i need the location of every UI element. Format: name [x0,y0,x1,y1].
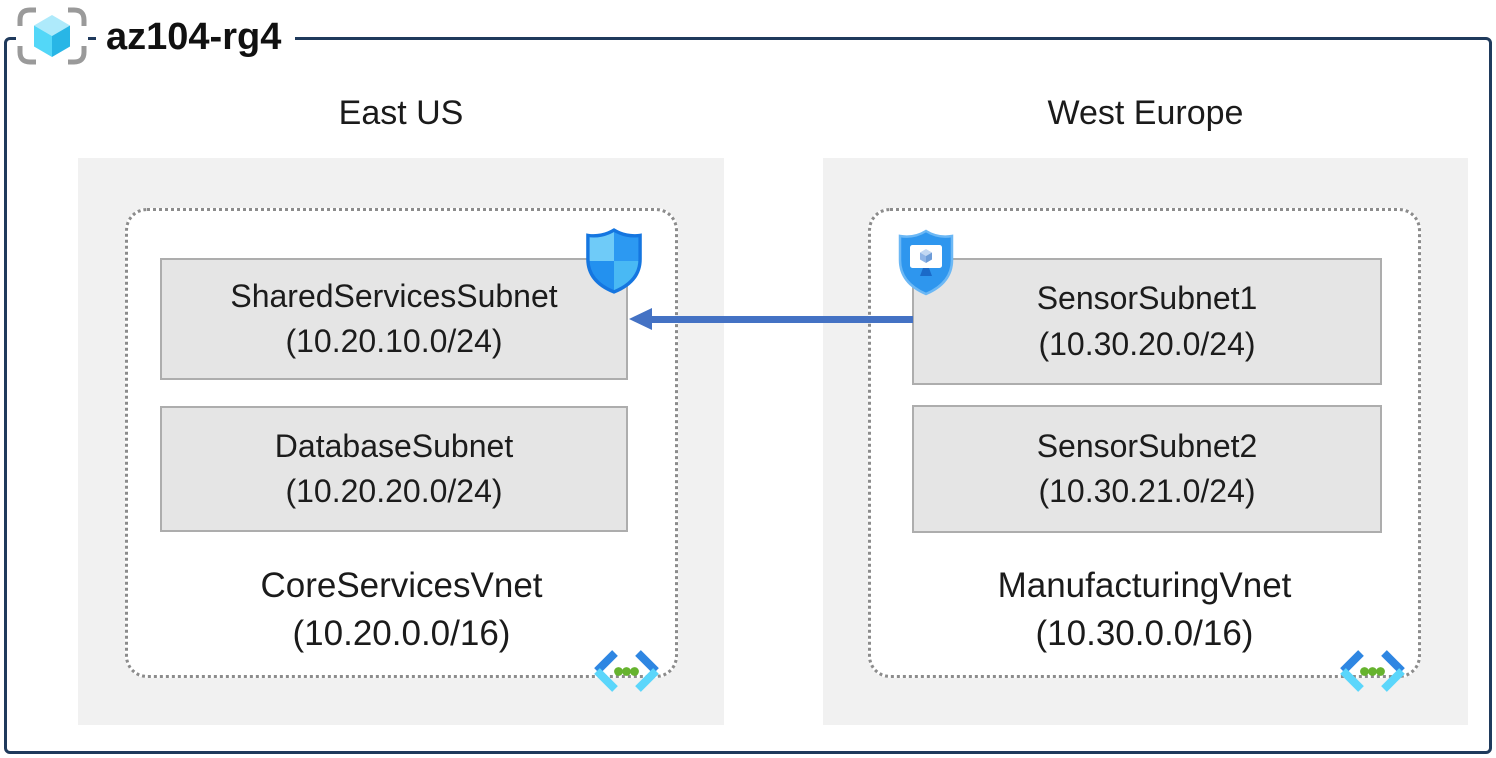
subnet-database: DatabaseSubnet (10.20.20.0/24) [160,406,628,532]
subnet-name: SensorSubnet2 [1036,427,1258,464]
region-title-west-europe: West Europe [1047,94,1244,132]
region-title-east-us: East US [338,94,464,132]
vnet-name: CoreServicesVnet [260,566,543,605]
vnet-name: ManufacturingVnet [997,566,1292,605]
subnet-sensor1: SensorSubnet1 (10.30.20.0/24) [912,258,1382,385]
subnet-sharedservices: SharedServicesSubnet (10.20.10.0/24) [160,258,628,380]
vnet-cidr: (10.30.0.0/16) [1035,614,1254,654]
peering-arrow-line [650,316,913,323]
resource-group-border [4,37,1492,754]
vnet-icon [594,650,659,692]
subnet-cidr: (10.20.10.0/24) [285,323,503,359]
resource-group-title: az104-rg4 [96,12,296,62]
subnet-cidr: (10.30.20.0/24) [1038,325,1256,362]
vnet-label-manufacturing: ManufacturingVnet (10.30.0.0/16) [868,562,1421,659]
subnet-name: SharedServicesSubnet [230,277,558,314]
subnet-sensor2: SensorSubnet2 (10.30.21.0/24) [912,405,1382,533]
subnet-cidr: (10.30.21.0/24) [1038,473,1256,509]
vnet-icon [1340,650,1405,692]
peering-arrow-head-icon [629,308,652,330]
subnet-cidr: (10.20.20.0/24) [285,473,503,509]
subnet-name: SensorSubnet1 [1036,280,1258,317]
bastion-shield-icon [898,229,954,296]
resource-group-icon [16,7,88,65]
vnet-label-coreservices: CoreServicesVnet (10.20.0.0/16) [125,562,678,659]
vnet-cidr: (10.20.0.0/16) [292,614,511,654]
nsg-shield-icon [586,228,642,294]
subnet-name: DatabaseSubnet [274,427,514,464]
